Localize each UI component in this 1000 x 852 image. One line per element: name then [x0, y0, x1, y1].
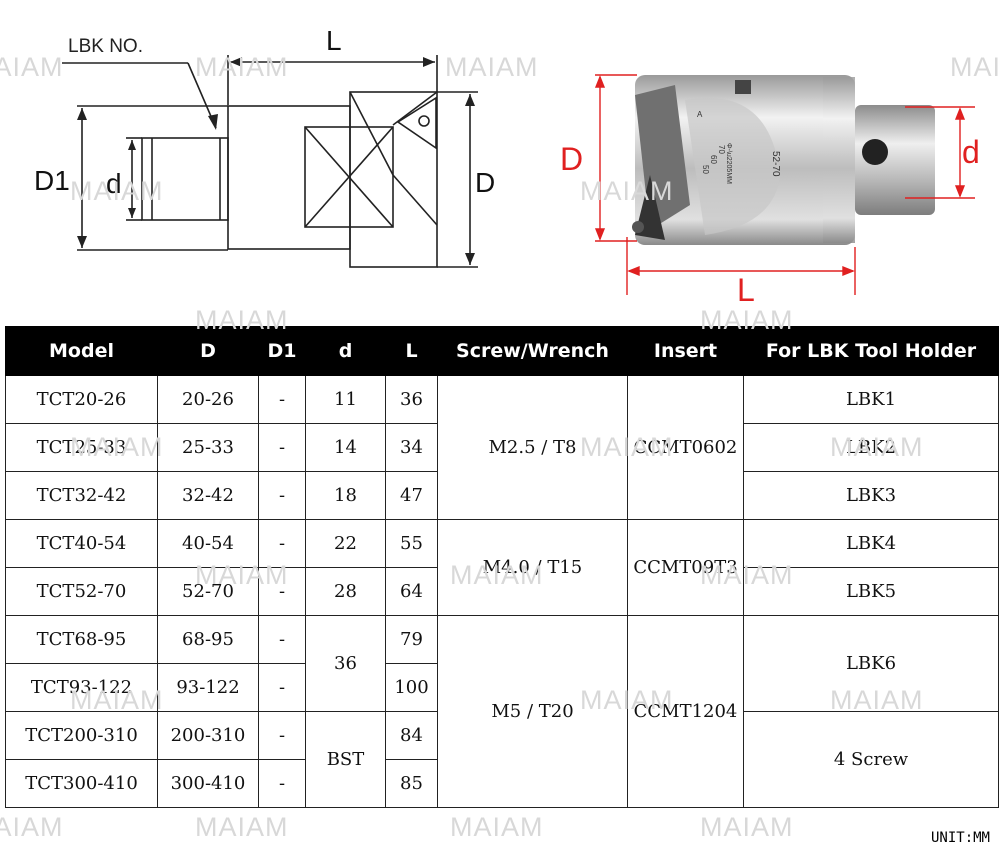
cell-d: 22 — [305, 519, 386, 568]
cell-L: 36 — [385, 375, 438, 424]
table-row: TCT300-410 300-410 - 85 — [5, 759, 999, 808]
cell-D1: - — [258, 567, 306, 616]
header-d: d — [305, 326, 386, 376]
cell-D: 32-42 — [157, 471, 259, 520]
cell-D1: - — [258, 663, 306, 712]
cell-D: 52-70 — [157, 567, 259, 616]
cell-d: BST — [305, 711, 386, 808]
drawing-D1-label: D1 — [34, 165, 70, 196]
table-row: TCT68-95 68-95 - 36 79 M5 / T20 CCMT1204… — [5, 615, 999, 808]
cell-L: 84 — [385, 711, 438, 760]
cell-D1: - — [258, 375, 306, 424]
cell-screw: M5 / T20 — [437, 615, 628, 808]
cell-insert: CCMT09T3 — [627, 519, 744, 616]
cell-holder: LBK3 — [743, 471, 999, 520]
cell-D1: - — [258, 759, 306, 808]
cell-L: 34 — [385, 423, 438, 472]
watermark: MAIAM — [700, 812, 794, 842]
cell-screw: M4.0 / T15 — [437, 519, 628, 616]
cell-screw: M2.5 / T8 — [437, 375, 628, 520]
cell-L: 79 — [385, 615, 438, 664]
cell-model: TCT20-26 — [5, 375, 158, 424]
photo-scale-60: 60 — [709, 155, 718, 164]
photo-scale-50: 50 — [701, 165, 710, 174]
cell-model: TCT68-95 — [5, 615, 158, 664]
header-D1: D1 — [258, 326, 306, 376]
header-insert: Insert — [627, 326, 744, 376]
cell-D: 200-310 — [157, 711, 259, 760]
technical-drawing: LBK NO. L D1 d D — [34, 25, 495, 268]
cell-d: 36 — [305, 615, 386, 712]
cell-insert: CCMT0602 — [627, 375, 744, 520]
table-row: TCT32-42 32-42 - 18 47 LBK3 — [5, 471, 999, 520]
cell-D1: - — [258, 711, 306, 760]
cell-model: TCT32-42 — [5, 471, 158, 520]
spec-table: Model D D1 d L Screw/Wrench Insert For L… — [5, 326, 999, 808]
cell-L: 47 — [385, 471, 438, 520]
photo-engraving: 52-70 — [770, 151, 781, 177]
cell-model: TCT52-70 — [5, 567, 158, 616]
cell-D1: - — [258, 471, 306, 520]
drawing-D-label: D — [475, 167, 495, 198]
drawing-L-label: L — [326, 25, 342, 56]
photo-d-label: d — [962, 134, 980, 170]
cell-d: 18 — [305, 471, 386, 520]
cell-D: 20-26 — [157, 375, 259, 424]
header-screw-wrench: Screw/Wrench — [437, 326, 628, 376]
cell-holder: LBK1 — [743, 375, 999, 424]
cell-holder: LBK5 — [743, 567, 999, 616]
cell-D1: - — [258, 423, 306, 472]
header-L: L — [385, 326, 438, 376]
cell-L: 100 — [385, 663, 438, 712]
cell-model: TCT40-54 — [5, 519, 158, 568]
cell-holder: LBK6 — [743, 615, 999, 712]
cell-model: TCT200-310 — [5, 711, 158, 760]
cell-D: 40-54 — [157, 519, 259, 568]
cell-D: 93-122 — [157, 663, 259, 712]
cell-holder: 4 Screw — [743, 711, 999, 808]
lbk-no-label: LBK NO. — [68, 36, 143, 57]
header-lbk-holder: For LBK Tool Holder — [743, 326, 999, 376]
unit-label: UNIT:MM — [930, 830, 990, 846]
table-row: TCT25-33 25-33 - 14 34 LBK2 — [5, 423, 999, 472]
cell-D: 300-410 — [157, 759, 259, 808]
cell-holder: LBK4 — [743, 519, 999, 568]
photo-arrow-mark: A — [697, 110, 703, 119]
cell-holder: LBK2 — [743, 423, 999, 472]
cell-d: 28 — [305, 567, 386, 616]
cell-D: 68-95 — [157, 615, 259, 664]
watermark: MAIAM — [450, 812, 544, 842]
photo-L-label: L — [737, 272, 755, 305]
table-row: TCT200-310 200-310 - BST 84 4 Screw — [5, 711, 999, 808]
watermark: MAIAM — [0, 812, 64, 842]
product-photo: 52-70 70 60 50 A Φ-\u2205MM D d L — [560, 74, 980, 305]
cell-insert: CCMT1204 — [627, 615, 744, 808]
table-header-row: Model D D1 d L Screw/Wrench Insert For L… — [5, 326, 999, 376]
header-model: Model — [5, 326, 158, 376]
drawing-d-label: d — [106, 168, 122, 199]
cell-model: TCT93-122 — [5, 663, 158, 712]
photo-D-label: D — [560, 141, 583, 177]
cell-L: 85 — [385, 759, 438, 808]
cell-D1: - — [258, 615, 306, 664]
cell-model: TCT25-33 — [5, 423, 158, 472]
header-D: D — [157, 326, 259, 376]
boring-head-image — [632, 75, 935, 245]
table-row: TCT52-70 52-70 - 28 64 LBK5 — [5, 567, 999, 616]
cell-D1: - — [258, 519, 306, 568]
cell-d: 11 — [305, 375, 386, 424]
photo-scale-unit: Φ-\u2205MM — [725, 143, 732, 184]
cell-d: 14 — [305, 423, 386, 472]
cell-D: 25-33 — [157, 423, 259, 472]
table-row: TCT20-26 20-26 - 11 36 M2.5 / T8 CCMT060… — [5, 375, 999, 520]
cell-L: 55 — [385, 519, 438, 568]
cell-model: TCT300-410 — [5, 759, 158, 808]
watermark: MAIAM — [195, 812, 289, 842]
photo-scale-70: 70 — [717, 145, 726, 154]
cell-L: 64 — [385, 567, 438, 616]
table-row: TCT40-54 40-54 - 22 55 M4.0 / T15 CCMT09… — [5, 519, 999, 616]
